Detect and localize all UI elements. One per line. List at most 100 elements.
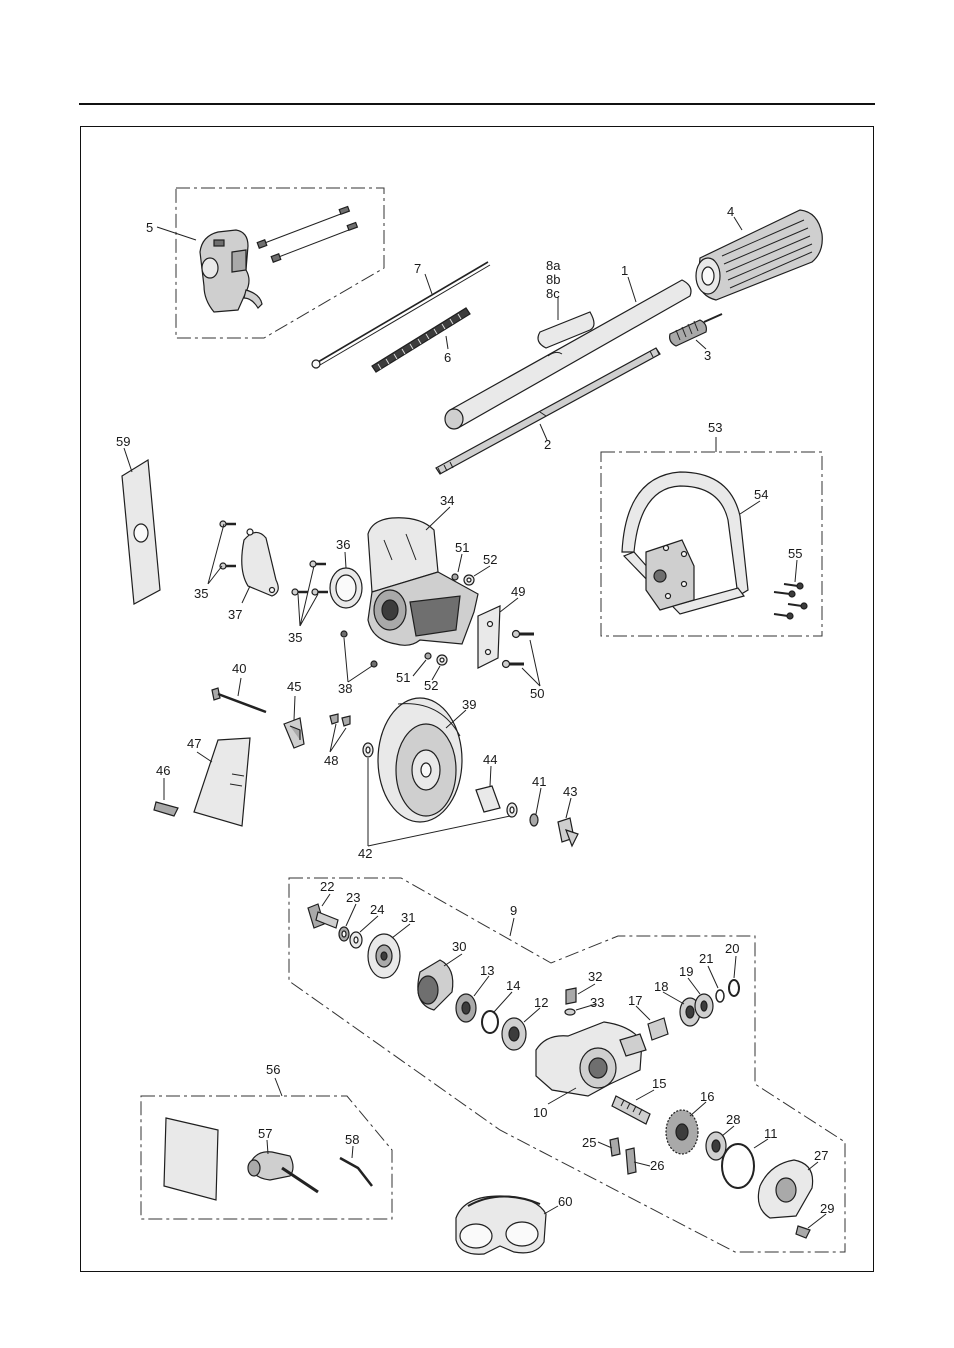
callout-14: 14: [506, 978, 520, 993]
callout-21: 21: [699, 951, 713, 966]
cable-spiral-6: [372, 308, 470, 372]
callout-38: 38: [338, 681, 352, 696]
shaft-coupling-3: [670, 314, 722, 346]
callout-8c: 8c: [546, 286, 560, 301]
washers-23-24: [339, 927, 362, 948]
callout-47: 47: [187, 736, 201, 751]
callout-45: 45: [287, 679, 301, 694]
safety-goggles-60: [456, 1196, 546, 1254]
callout-46: 46: [156, 763, 170, 778]
callout-33: 33: [590, 995, 604, 1010]
callout-41: 41: [532, 774, 546, 789]
callout-43: 43: [563, 784, 577, 799]
callout-17: 17: [628, 993, 642, 1008]
callout-59: 59: [116, 434, 130, 449]
owners-manual: [164, 1118, 218, 1200]
gasket-36: [330, 568, 362, 608]
clip-46: [154, 802, 178, 816]
callout-8b: 8b: [546, 272, 560, 287]
cover-27: [758, 1160, 812, 1218]
throttle-cable-pair: [257, 206, 357, 262]
callout-57: 57: [258, 1126, 272, 1141]
callout-55: 55: [788, 546, 802, 561]
callout-20: 20: [725, 941, 739, 956]
callout-23: 23: [346, 890, 360, 905]
callout-26: 26: [650, 1158, 664, 1173]
callout-6: 6: [444, 350, 451, 365]
callout-13: 13: [480, 963, 494, 978]
callout-54: 54: [754, 487, 768, 502]
callout-5: 5: [146, 220, 153, 235]
callout-32: 32: [588, 969, 602, 984]
hex-key-58: [340, 1158, 372, 1186]
snap-ring-14: [482, 1011, 498, 1033]
leader-lines: [124, 217, 826, 1228]
blade-guard-34: [368, 518, 478, 646]
wheel-39: [378, 698, 462, 822]
callout-22: 22: [320, 879, 334, 894]
bracket-45: [284, 718, 304, 748]
callout-34: 34: [440, 493, 454, 508]
callout-labels: 5 7 8a 8b 8c 1 4 6 3 2 59 53 54 55 34 36…: [116, 204, 834, 1216]
handle-grip-4: [696, 210, 822, 300]
callout-58: 58: [345, 1132, 359, 1147]
callout-50: 50: [530, 686, 544, 701]
bolts-25-26: [610, 1138, 636, 1174]
callout-56: 56: [266, 1062, 280, 1077]
callout-52b: 52: [424, 678, 438, 693]
spindle-15: [612, 1096, 650, 1124]
pinion-17: [648, 1018, 668, 1040]
callout-49: 49: [511, 584, 525, 599]
o-ring-11: [722, 1144, 754, 1188]
screws-55: [774, 583, 807, 619]
callout-12: 12: [534, 995, 548, 1010]
callout-9: 9: [510, 903, 517, 918]
callout-30: 30: [452, 939, 466, 954]
wing-nut-43: [558, 818, 578, 846]
callout-35b: 35: [288, 630, 302, 645]
callout-1: 1: [621, 263, 628, 278]
callout-27: 27: [814, 1148, 828, 1163]
callout-52a: 52: [483, 552, 497, 567]
callout-24: 24: [370, 902, 384, 917]
socket-wrench-57: [248, 1152, 318, 1192]
callout-51a: 51: [455, 540, 469, 555]
callout-8a: 8a: [546, 258, 561, 273]
callout-48: 48: [324, 753, 338, 768]
callout-18: 18: [654, 979, 668, 994]
bracket-plate-49: [478, 606, 500, 668]
callout-42: 42: [358, 846, 372, 861]
edger-blade-59: [122, 460, 160, 604]
callout-19: 19: [679, 964, 693, 979]
bearing-12: [502, 1018, 526, 1050]
callout-36: 36: [336, 537, 350, 552]
callout-35a: 35: [194, 586, 208, 601]
washer-41: [530, 814, 538, 826]
spacer-44: [476, 786, 500, 812]
callout-31: 31: [401, 910, 415, 925]
callout-51b: 51: [396, 670, 410, 685]
callout-16: 16: [700, 1089, 714, 1104]
callout-29: 29: [820, 1201, 834, 1216]
callout-7: 7: [414, 261, 421, 276]
collar-30: [418, 960, 453, 1010]
gear-case-10: [536, 1022, 646, 1096]
callout-3: 3: [704, 348, 711, 363]
depth-plate-47: [194, 738, 250, 826]
bearing-13: [456, 994, 476, 1022]
callout-4: 4: [727, 204, 734, 219]
callout-40: 40: [232, 661, 246, 676]
rings-20-21: [716, 980, 739, 1002]
loop-handle-54: [622, 472, 748, 614]
callout-44: 44: [483, 752, 497, 767]
bolts-50: [503, 631, 535, 668]
bolt-22: [308, 904, 338, 928]
callout-28: 28: [726, 1112, 740, 1127]
callout-2: 2: [544, 437, 551, 452]
bearings-18-19: [680, 994, 713, 1026]
flange-31: [368, 934, 400, 978]
throttle-housing-part: [200, 230, 262, 312]
callout-11: 11: [764, 1126, 778, 1141]
callout-25: 25: [582, 1135, 596, 1150]
